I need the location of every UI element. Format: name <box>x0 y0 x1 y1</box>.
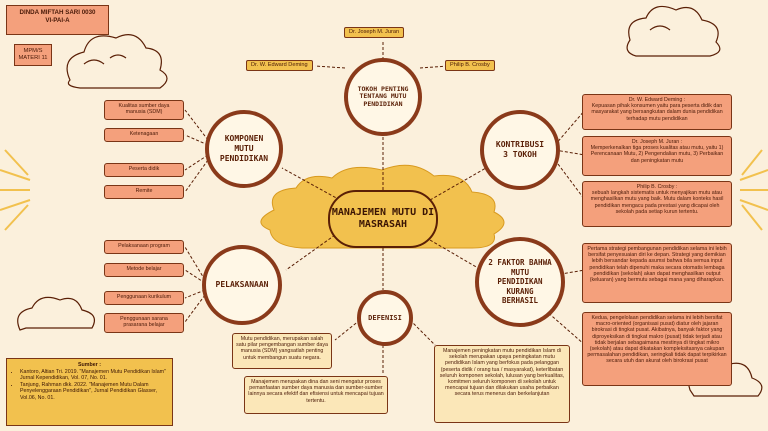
tokoh-crosby: Philip B. Crosby <box>445 60 495 71</box>
faktor-item: Pertama strategi pembangunan pendidikan … <box>582 243 732 303</box>
sunburst-left <box>0 149 31 231</box>
author-header: DINDA MIFTAH SARI 0030 VI-PAI-A <box>6 5 109 35</box>
center-topic: MANAJEMEN MUTU DI MASRASAH <box>328 190 438 248</box>
kontribusi-item: Philip B. Crosby : sebuah langkah sistem… <box>582 181 732 227</box>
course-label: MPM/S MATERI 11 <box>14 44 52 66</box>
kontribusi-text: Memperkenalkan tiga proses kualitas atau… <box>590 145 724 164</box>
node-komponen: KOMPONEN MUTU PENDIDIKAN <box>205 110 283 188</box>
kontribusi-text: sebuah langkah sistematis untuk menyajik… <box>590 190 724 215</box>
kontribusi-name: Dr. W. Edward Deming : <box>628 97 686 103</box>
definisi-item: Manajemen merupakan dina dan seni mengat… <box>244 376 388 414</box>
author-name: DINDA MIFTAH SARI 0030 <box>19 9 96 16</box>
kontribusi-name: Philip B. Crosby : <box>636 184 678 190</box>
pelaksanaan-item: Penggunaan sarana prasarana belajar <box>104 313 184 333</box>
kontribusi-name: Dr. Joseph M. Juran : <box>631 139 683 145</box>
node-tokoh: TOKOH PENTING TENTANG MUTU PENDIDIKAN <box>344 58 422 136</box>
kontribusi-item: Dr. W. Edward Deming : Kepuasan pihak ko… <box>582 94 732 130</box>
node-pelaksanaan: PELAKSANAAN <box>202 245 282 325</box>
pelaksanaan-item: Metode belajar <box>104 263 184 277</box>
pelaksanaan-item: Pelaksanaan program <box>104 240 184 254</box>
cloud-right-top <box>626 5 721 57</box>
references-title: Sumber : <box>78 362 101 368</box>
kontribusi-item: Dr. Joseph M. Juran : Memperkenalkan tig… <box>582 136 732 176</box>
cloud-left-bottom <box>17 296 95 331</box>
reference-item: Kantoro, Altian Tri. 2019. "Manajemen Mu… <box>20 369 167 382</box>
reference-item: Tanjung, Rahman dkk. 2022. "Manajemen Mu… <box>20 382 167 402</box>
komponen-item: Kualitas sumber daya manusia (SDM) <box>104 100 184 120</box>
author-class: VI-PAI-A <box>45 17 70 24</box>
komponen-item: Ketenagaan <box>104 128 184 142</box>
komponen-item: Remite <box>104 185 184 199</box>
node-definisi: DEFENISI <box>357 290 413 346</box>
definisi-item: Mutu pendidikan, merupakan salah satu pi… <box>232 333 332 369</box>
cloud-left <box>66 34 168 89</box>
node-faktor: 2 FAKTOR BAHWA MUTU PENDIDIKAN KURANG BE… <box>475 237 565 327</box>
node-kontribusi: KONTRIBUSI 3 TOKOH <box>480 110 560 190</box>
pelaksanaan-item: Penggunaan kurikulum <box>104 291 184 305</box>
references-box: Sumber : Kantoro, Altian Tri. 2019. "Man… <box>6 358 173 426</box>
sunburst-right <box>739 149 768 231</box>
kontribusi-text: Kepuasan pihak konsumen yaitu para peser… <box>591 103 723 122</box>
tokoh-juran: Dr. Joseph M. Juran <box>344 27 405 38</box>
tokoh-deming: Dr. W. Edward Deming <box>246 60 313 71</box>
definisi-item: Manajemen peningkatan mutu pendidikan Is… <box>434 345 570 423</box>
faktor-item: Kedua, pengelolaan pendidikan selama ini… <box>582 312 732 386</box>
komponen-item: Peserta didik <box>104 163 184 177</box>
